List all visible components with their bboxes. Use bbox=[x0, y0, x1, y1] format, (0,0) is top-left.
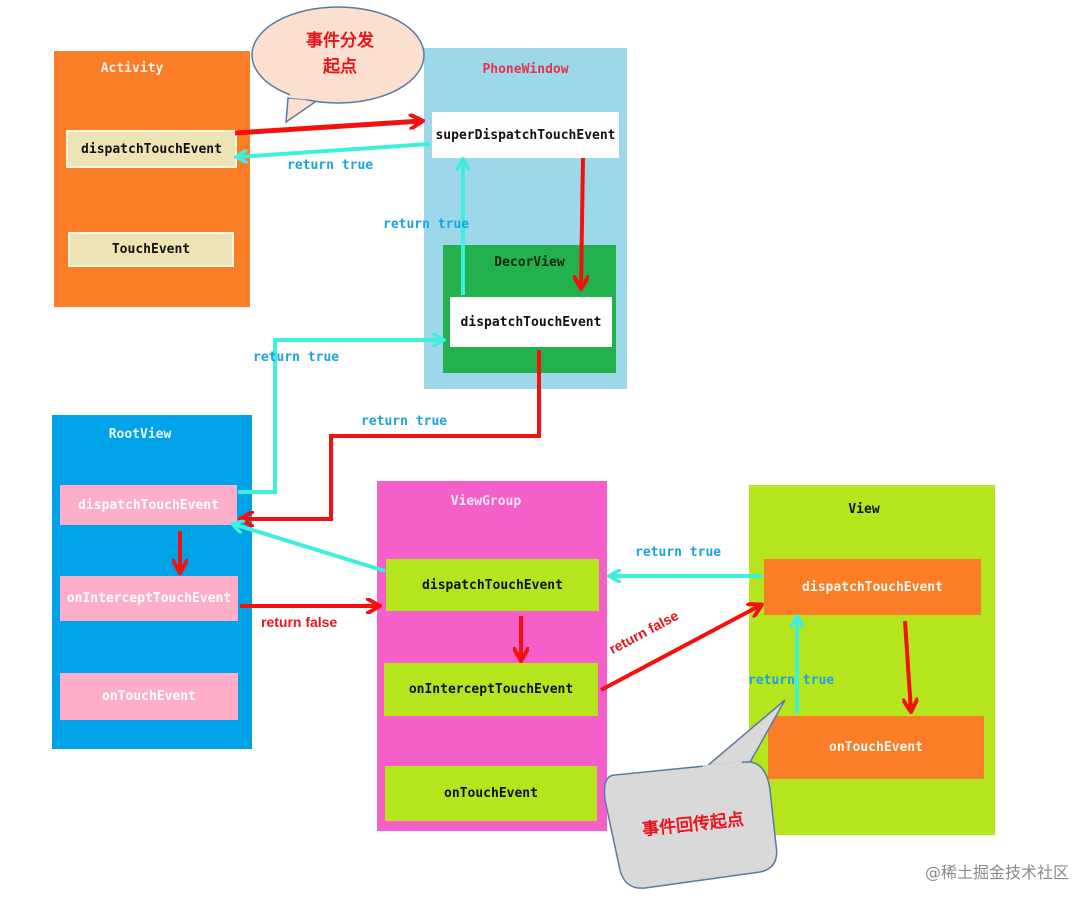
label-rootview-intercept-false: return false bbox=[261, 614, 338, 630]
activity-container: Activity dispatchTouchEvent TouchEvent bbox=[54, 51, 250, 307]
arrow-activity-to-phonewindow bbox=[234, 121, 422, 136]
viewgroup-on-touch-event: onTouchEvent bbox=[385, 766, 597, 821]
rootview-on-intercept-touch-event: onInterceptTouchEvent bbox=[60, 576, 238, 621]
view-on-touch-event: onTouchEvent bbox=[768, 716, 984, 779]
activity-title: Activity bbox=[100, 61, 164, 76]
label-viewgroup-intercept-false: return false bbox=[606, 607, 682, 658]
label-activity-return: return true bbox=[287, 158, 374, 173]
label-phonewindow-return: return true bbox=[383, 217, 470, 232]
viewgroup-dispatch-touch-event: dispatchTouchEvent bbox=[386, 559, 599, 611]
decorview-dispatch-touch-event: dispatchTouchEvent bbox=[450, 297, 612, 347]
bubble-dispatch-start-text: 事件分发 起点 bbox=[290, 28, 390, 80]
phonewindow-super-dispatch-touch-event: superDispatchTouchEvent bbox=[432, 112, 619, 158]
watermark: @稀土掘金技术社区 bbox=[924, 863, 1069, 882]
rootview-container: RootView dispatchTouchEvent onInterceptT… bbox=[52, 415, 252, 749]
rootview-dispatch-touch-event: dispatchTouchEvent bbox=[60, 485, 237, 525]
view-container: View dispatchTouchEvent onTouchEvent bbox=[749, 485, 995, 835]
decorview-title: DecorView bbox=[494, 255, 565, 270]
rootview-title: RootView bbox=[108, 427, 172, 442]
viewgroup-on-intercept-touch-event: onInterceptTouchEvent bbox=[384, 663, 598, 716]
viewgroup-container: ViewGroup dispatchTouchEvent onIntercept… bbox=[377, 481, 607, 831]
viewgroup-title: ViewGroup bbox=[450, 494, 522, 509]
arrow-viewgroup-return-to-rootview bbox=[233, 524, 386, 573]
activity-touch-event: TouchEvent bbox=[68, 232, 234, 267]
view-dispatch-touch-event: dispatchTouchEvent bbox=[764, 559, 981, 615]
phonewindow-title: PhoneWindow bbox=[482, 62, 569, 77]
view-title: View bbox=[848, 502, 880, 517]
arrow-phonewindow-return-to-activity bbox=[237, 142, 431, 157]
rootview-on-touch-event: onTouchEvent bbox=[60, 673, 238, 720]
decorview-container: DecorView dispatchTouchEvent bbox=[443, 245, 616, 373]
label-view-ontouch-return: return true bbox=[748, 673, 835, 688]
bubble-return-start-text: 事件回传起点 bbox=[641, 809, 745, 841]
activity-dispatch-touch-event: dispatchTouchEvent bbox=[66, 130, 237, 168]
bubble-dispatch-start-line-1: 事件分发 bbox=[306, 31, 374, 51]
label-decorview-to-rootview-return: return true bbox=[361, 414, 448, 429]
label-view-to-viewgroup-return: return true bbox=[635, 545, 722, 560]
bubble-dispatch-start-line-2: 起点 bbox=[323, 57, 357, 77]
label-rootview-to-decorview-return: return true bbox=[253, 350, 340, 365]
